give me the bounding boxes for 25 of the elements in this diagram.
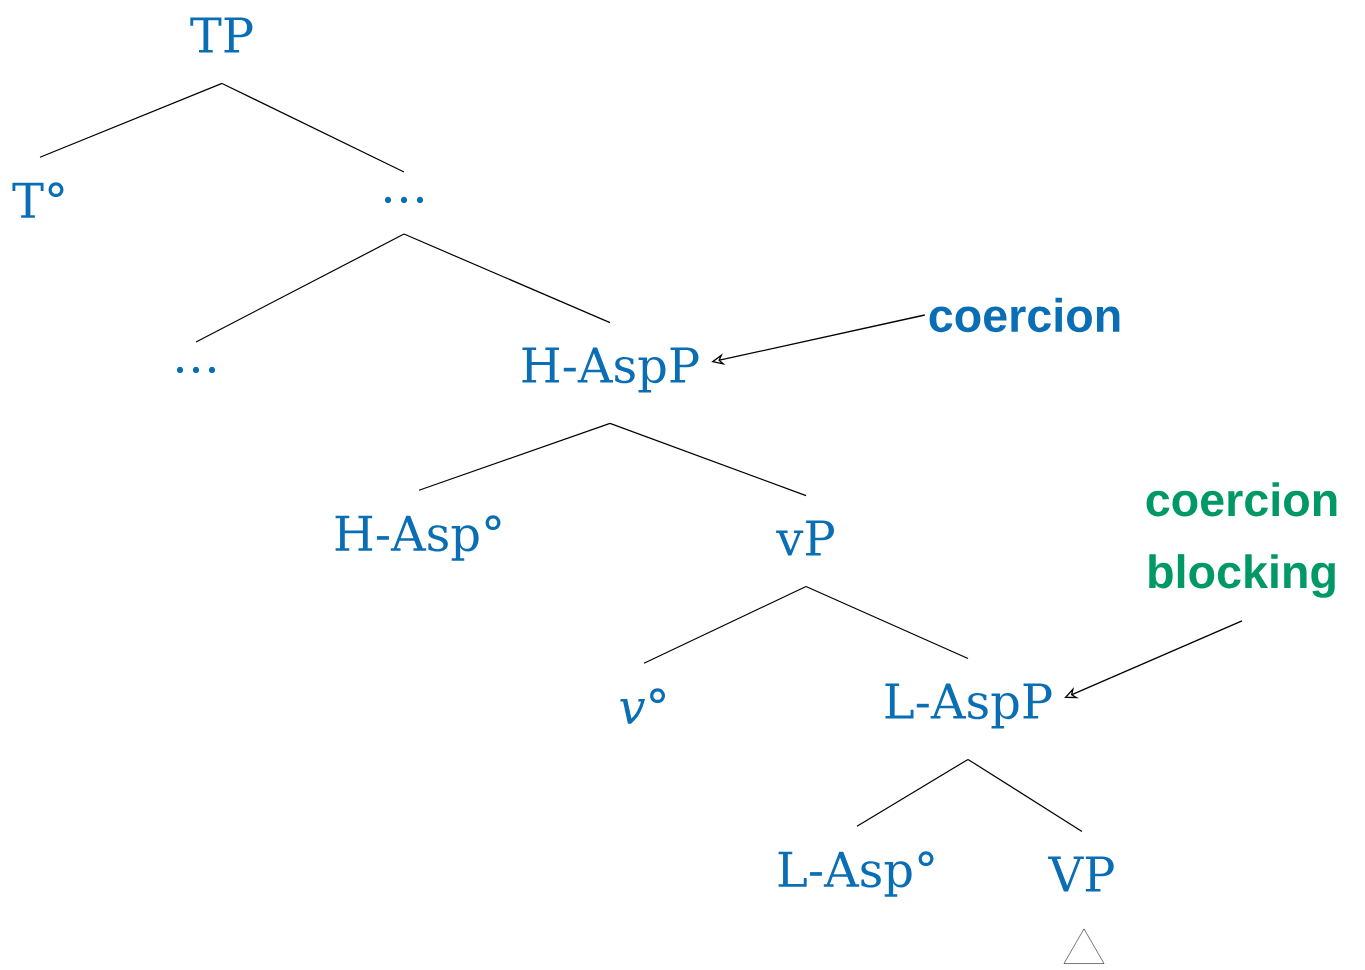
triangle-symbol — [1063, 928, 1105, 964]
tree-branch — [221, 82, 405, 173]
tree-branch — [403, 233, 611, 324]
tree-branch — [643, 585, 807, 664]
node-label: … — [176, 366, 216, 374]
node-label: vP — [776, 520, 834, 556]
tree-branch — [195, 233, 405, 343]
tree-branch — [967, 758, 1083, 833]
tree-branch — [805, 585, 969, 660]
node-label: H-Asp° — [335, 515, 501, 561]
node-label: L-AspP — [885, 683, 1052, 729]
node-label: H-AspP — [522, 347, 699, 393]
node-label: v° — [620, 688, 665, 724]
annotation-text: coercion — [929, 297, 1120, 333]
tree-branch — [418, 422, 611, 491]
node-label: … — [384, 196, 424, 204]
tree-branch — [856, 758, 969, 827]
node-label: TP — [190, 17, 253, 53]
tree-branch — [609, 422, 807, 497]
annotation-text: coercion blocking — [1146, 482, 1337, 598]
arrow — [1064, 620, 1243, 699]
tree-branch — [39, 82, 223, 158]
node-label: T° — [12, 182, 64, 218]
node-label: L-Asp° — [778, 851, 934, 897]
node-label: VP — [1048, 856, 1114, 892]
